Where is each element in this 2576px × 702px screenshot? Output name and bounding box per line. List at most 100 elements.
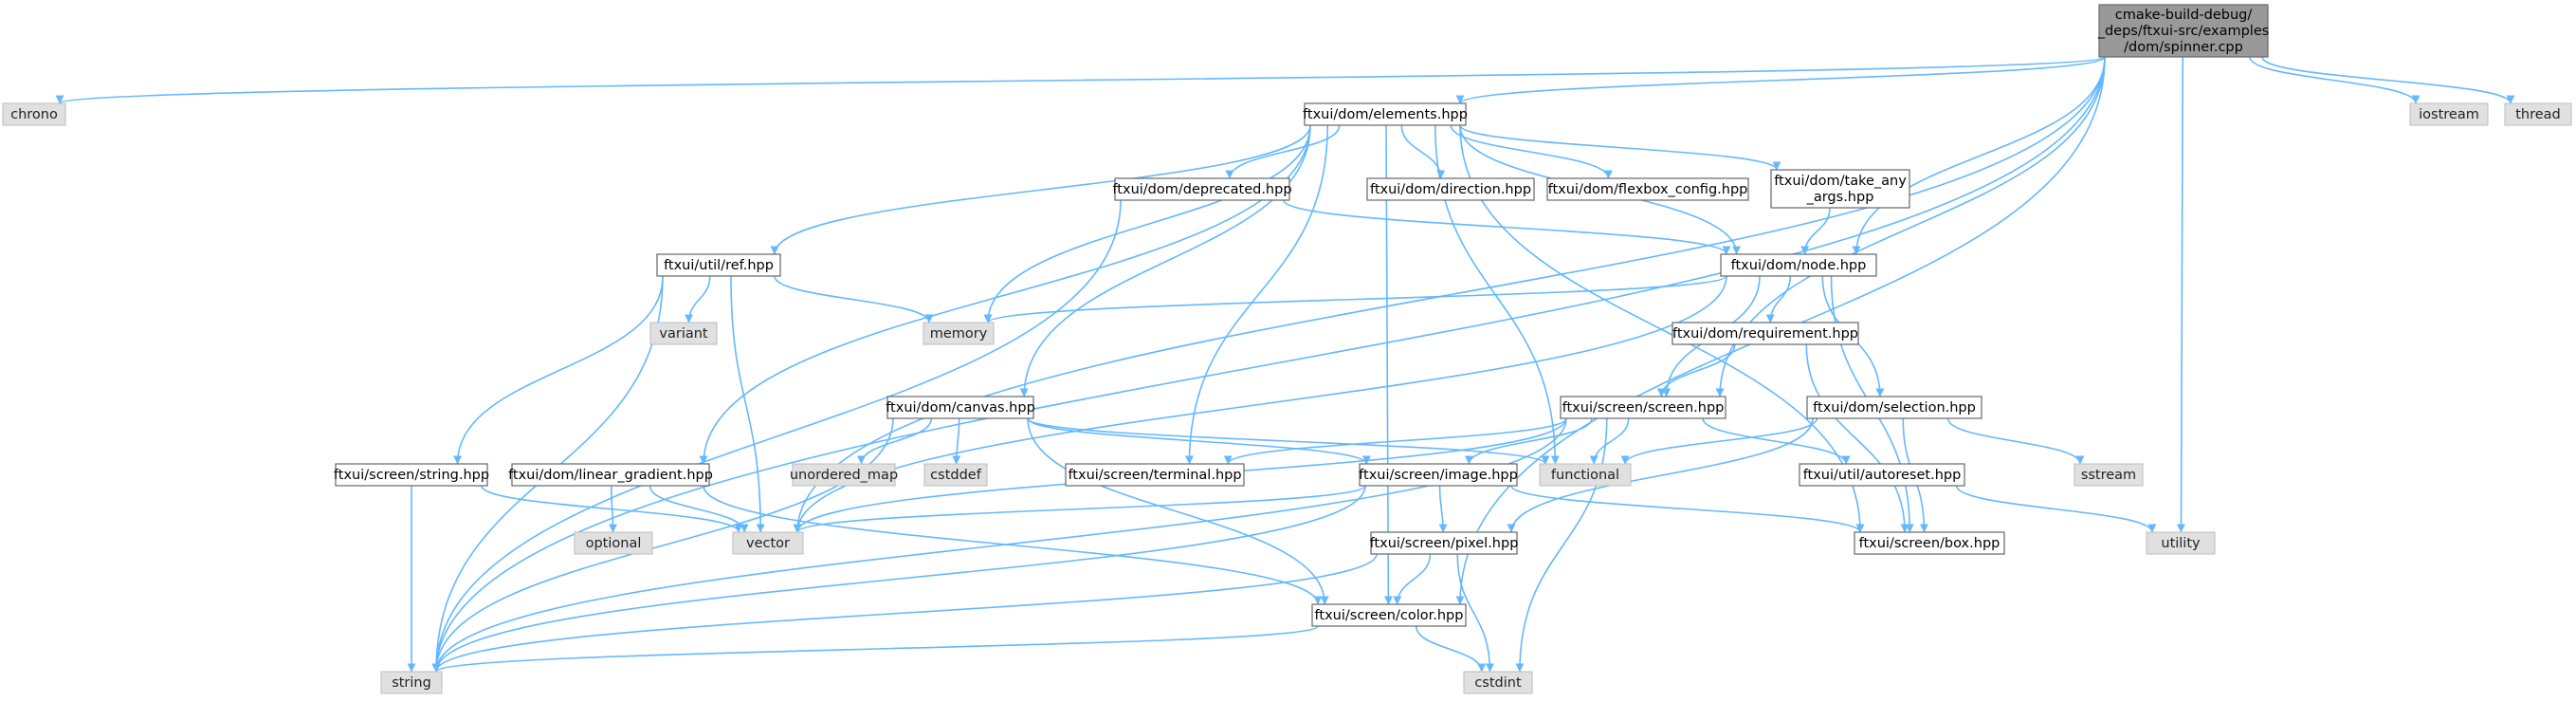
node-box [1799,463,1965,487]
node-label: ftxui/dom/direction.hpp [1370,182,1531,197]
node-label: ftxui/screen/color.hpp [1315,608,1464,623]
node-root[interactable]: cmake-build-debug/_deps/ftxui-src/exampl… [2097,4,2270,58]
node-box [1854,531,2005,555]
node-box [511,463,710,487]
node-screen[interactable]: ftxui/screen/screen.hpp [1560,396,1726,419]
node-box [2409,102,2489,126]
node-requirement[interactable]: ftxui/dom/requirement.hpp [1672,322,1859,345]
node-label: /dom/spinner.cpp [2124,40,2243,55]
node-label: ftxui/screen/box.hpp [1859,536,2001,551]
edge-requirement-to-screen [1656,343,1736,397]
edge-linear_gradient-to-optional [609,485,618,533]
node-functional: functional [1539,463,1632,487]
edge-image-to-pixel [1438,485,1448,533]
edge-deprecated-to-node [1283,199,1731,255]
edge-root-to-elements [1455,56,2106,104]
node-string-hpp[interactable]: ftxui/screen/string.hpp [334,463,489,487]
node-canvas[interactable]: ftxui/dom/canvas.hpp [886,396,1035,419]
edge-string_hpp-to-vector [481,485,743,533]
edge-elements-to-direction [1400,124,1446,179]
node-autoreset[interactable]: ftxui/util/autoreset.hpp [1799,463,1965,487]
edge-take_any_args-to-node [1800,207,1831,255]
node-pixel[interactable]: ftxui/screen/pixel.hpp [1370,531,1519,555]
node-label: ftxui/util/autoreset.hpp [1803,468,1962,483]
node-label: iostream [2419,107,2479,122]
node-linear-gradient[interactable]: ftxui/dom/linear_gradient.hpp [508,463,713,487]
edge-elements-to-take_any_args [1459,124,1781,171]
node-chrono: chrono [2,102,66,126]
node-optional: optional [574,531,653,555]
node-box [1311,603,1467,627]
node-selection[interactable]: ftxui/dom/selection.hpp [1806,396,1982,419]
node-label: cstdint [1474,675,1522,691]
node-box [1366,177,1535,201]
node-label: _args.hpp [1806,190,1874,205]
edge-root-to-node [1852,56,2106,255]
node-elements[interactable]: ftxui/dom/elements.hpp [1303,102,1468,126]
edge-ref-to-vector [730,275,765,533]
edge-screen-to-functional [1589,417,1630,465]
node-box [923,463,988,487]
edge-canvas-to-functional [1027,417,1550,465]
node-take-any-args[interactable]: ftxui/dom/take_any_args.hpp [1770,169,1910,209]
node-string: string [380,671,443,694]
node-label: ftxui/screen/string.hpp [334,468,489,483]
node-label: ftxui/screen/terminal.hpp [1068,468,1241,483]
node-box [2074,463,2144,487]
node-label: ftxui/dom/requirement.hpp [1672,326,1858,342]
node-box [649,322,718,345]
node-iostream: iostream [2409,102,2489,126]
node-box [1546,177,1749,201]
edge-selection-to-functional [1620,417,1818,465]
node-terminal[interactable]: ftxui/screen/terminal.hpp [1065,463,1245,487]
edge-root-to-string [431,56,2106,673]
node-label: ftxui/dom/elements.hpp [1303,107,1468,122]
node-node[interactable]: ftxui/dom/node.hpp [1720,253,1877,277]
edge-canvas-to-cstddef [952,417,961,465]
edge-linear_gradient-to-vector [649,485,749,533]
edge-image-to-box [1510,485,1865,533]
node-label: string [392,675,431,691]
edge-root-to-screen [1715,56,2106,397]
node-label: ftxui/screen/image.hpp [1359,468,1518,483]
edge-elements-to-canvas [1019,124,1311,397]
edge-pixel-to-string [431,553,1378,673]
node-box [2146,531,2216,555]
node-box [1770,169,1910,209]
node-box [1720,253,1877,277]
edge-screen-to-autoreset [1702,417,1851,465]
edge-canvas-to-image [1027,417,1371,465]
edge-canvas-to-string [431,417,894,673]
edge-requirement-to-box [1805,343,1909,533]
node-flexbox-config[interactable]: ftxui/dom/flexbox_config.hpp [1546,177,1749,201]
node-label: cmake-build-debug/ [2115,8,2253,23]
edge-image-to-string [431,485,1366,673]
node-utility: utility [2146,531,2216,555]
node-memory: memory [923,322,995,345]
nodes: cmake-build-debug/_deps/ftxui-src/exampl… [2,4,2572,694]
node-box [2098,4,2269,58]
node-label: variant [659,326,708,342]
edge-elements-to-flexbox_config [1450,124,1613,179]
node-sstream: sstream [2074,463,2144,487]
node-box [1114,177,1290,201]
node-label: functional [1551,468,1619,483]
edge-elements-to-color [1383,124,1393,605]
edge-canvas-to-unordered_map [856,417,933,465]
node-label: ftxui/dom/linear_gradient.hpp [508,468,713,483]
node-box[interactable]: ftxui/screen/box.hpp [1854,531,2005,555]
node-box [574,531,653,555]
node-label: ftxui/dom/selection.hpp [1813,400,1976,416]
node-label: ftxui/dom/node.hpp [1731,258,1867,273]
node-color[interactable]: ftxui/screen/color.hpp [1311,603,1467,627]
node-ref[interactable]: ftxui/util/ref.hpp [656,253,781,277]
edge-root-to-utility [2176,56,2185,533]
node-direction[interactable]: ftxui/dom/direction.hpp [1366,177,1535,201]
edge-pixel-to-cstdint [1456,553,1494,673]
node-box [1806,396,1982,419]
edge-screen-to-image [1464,417,1593,465]
node-image[interactable]: ftxui/screen/image.hpp [1359,463,1518,487]
edge-elements-to-memory [983,124,1311,323]
node-deprecated[interactable]: ftxui/dom/deprecated.hpp [1112,177,1292,201]
node-box [1463,671,1533,694]
